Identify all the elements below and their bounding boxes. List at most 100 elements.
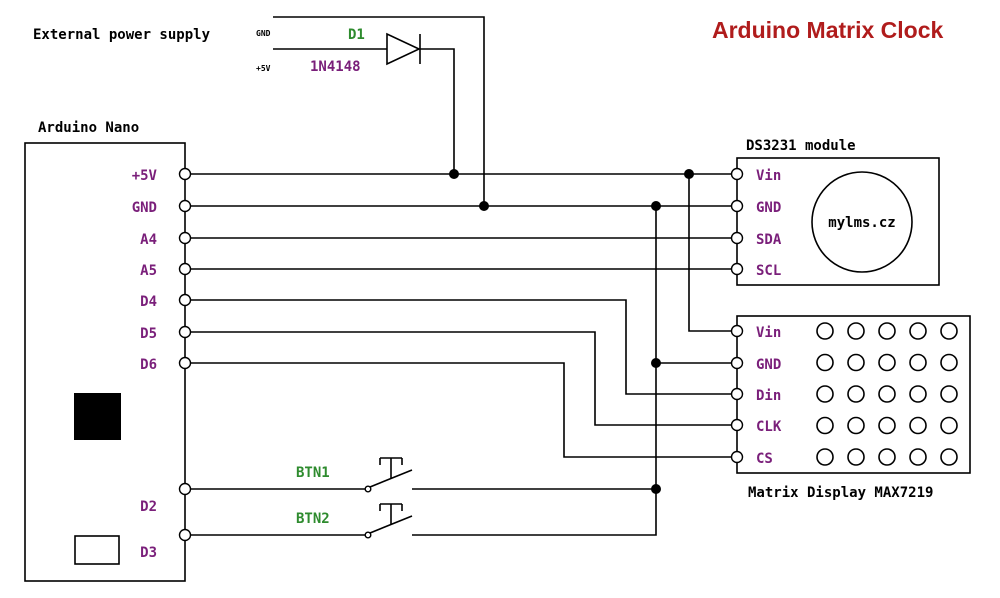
matrix-pin-clk: CLK (756, 419, 782, 435)
wire-cs (191, 362, 731, 458)
diode-name: D1 (348, 27, 365, 43)
junction-5v-diode (449, 169, 459, 179)
nano-terminal-d5 (178, 325, 192, 339)
led-r3-c5 (940, 385, 958, 403)
junction-gnd-btn (651, 484, 661, 494)
ds3231-module: DS3231 module mylms.cz Vin GND SDA SCL (730, 138, 940, 286)
led-r5-c2 (847, 448, 865, 466)
led-r5-c5 (940, 448, 958, 466)
nano-pin-a5: A5 (140, 263, 157, 279)
led-r1-c4 (909, 322, 927, 340)
page-title: Arduino Matrix Clock (712, 17, 944, 43)
nano-terminal-gnd (178, 199, 192, 213)
led-r5-c1 (816, 448, 834, 466)
arduino-nano: Arduino Nano +5V GND A4 A5 D4 D5 D6 D2 D… (24, 120, 192, 582)
led-r3-c2 (847, 385, 865, 403)
nano-terminal-d6 (178, 356, 192, 370)
led-r1-c3 (878, 322, 896, 340)
matrix-display-max7219: Matrix Display MAX7219 Vin GND Din CLK C… (730, 315, 971, 501)
nano-pin-d5: D5 (140, 326, 157, 342)
matrix-pin-vin: Vin (756, 325, 781, 341)
led-r1-c2 (847, 322, 865, 340)
external-power-supply: External power supply GND +5V (33, 27, 271, 73)
led-r3-c4 (909, 385, 927, 403)
rtc-pin-gnd: GND (756, 200, 781, 216)
matrix-terminal-vin (730, 324, 744, 338)
nano-terminal-a4 (178, 231, 192, 245)
junctions (449, 169, 694, 494)
nano-terminal-d4 (178, 293, 192, 307)
power-gnd-label: GND (256, 29, 271, 38)
rtc-terminal-scl (730, 262, 744, 276)
junction-gnd-bus (651, 201, 661, 211)
nano-pin-gnd: GND (132, 200, 157, 216)
wire-clk (191, 331, 731, 426)
btn2-contact (364, 531, 372, 539)
button-btn1: BTN1 (191, 457, 413, 493)
power-5v-label: +5V (256, 64, 271, 73)
nano-pin-a4: A4 (140, 232, 157, 248)
led-r2-c2 (847, 353, 865, 372)
rtc-chip-label: mylms.cz (828, 215, 895, 231)
diode-part: 1N4148 (310, 59, 361, 75)
rtc-title: DS3231 module (746, 138, 856, 154)
matrix-terminal-clk (730, 418, 744, 432)
led-r5-c4 (909, 448, 927, 466)
led-r4-c3 (878, 416, 896, 435)
matrix-title: Matrix Display MAX7219 (748, 485, 933, 501)
ext-gnd-wire (273, 16, 485, 206)
led-r4-c2 (847, 416, 865, 435)
led-r4-c4 (909, 416, 927, 435)
led-r3-c3 (878, 385, 896, 403)
led-r1-c1 (816, 322, 834, 340)
rtc-pin-sda: SDA (756, 232, 782, 248)
power-supply-label: External power supply (33, 27, 211, 43)
btn1-label: BTN1 (296, 465, 330, 481)
led-r1-c5 (940, 322, 958, 340)
led-r4-c5 (940, 416, 958, 435)
matrix-terminal-gnd (730, 356, 744, 370)
power-supply-wires (273, 16, 485, 206)
wire-din (191, 299, 731, 395)
matrix-terminal-cs (730, 450, 744, 464)
junction-gnd-matrix (651, 358, 661, 368)
nano-terminal-d2 (178, 482, 192, 496)
nano-board (24, 142, 186, 582)
nano-terminal-5v (178, 167, 192, 181)
btn2-label: BTN2 (296, 511, 330, 527)
nano-terminal-d3 (178, 528, 192, 542)
led-r2-c1 (816, 353, 834, 372)
rtc-battery (811, 171, 913, 273)
rtc-terminal-vin (730, 167, 744, 181)
led-r3-c1 (816, 385, 834, 403)
nano-terminal-a5 (178, 262, 192, 276)
matrix-pin-cs: CS (756, 451, 773, 467)
rtc-terminal-gnd (730, 199, 744, 213)
diode-d1: D1 1N4148 (310, 27, 421, 75)
nano-title: Arduino Nano (38, 120, 139, 136)
nano-pin-d6: D6 (140, 357, 157, 373)
nano-pin-5v: +5V (132, 168, 158, 184)
matrix-terminal-din (730, 387, 744, 401)
junction-5v-matrix (684, 169, 694, 179)
nano-chip (74, 393, 121, 440)
wire-matrix-vin (688, 174, 731, 332)
rtc-terminal-sda (730, 231, 744, 245)
nano-pin-d3: D3 (140, 545, 157, 561)
wire-gnd-bus (412, 206, 657, 536)
rtc-pin-vin: Vin (756, 168, 781, 184)
led-r2-c4 (909, 353, 927, 372)
button-btn2: BTN2 (191, 503, 413, 539)
nano-pin-d2: D2 (140, 499, 157, 515)
led-r5-c3 (878, 448, 896, 466)
nano-usb-port (74, 535, 120, 565)
diode-symbol (386, 32, 421, 66)
diode-out-wire (420, 48, 455, 174)
nano-pin-d4: D4 (140, 294, 157, 310)
matrix-pin-din: Din (756, 388, 781, 404)
btn1-contact (364, 485, 372, 493)
rtc-pin-scl: SCL (756, 263, 781, 279)
junction-gnd-ext (479, 201, 489, 211)
led-grid (816, 322, 958, 466)
